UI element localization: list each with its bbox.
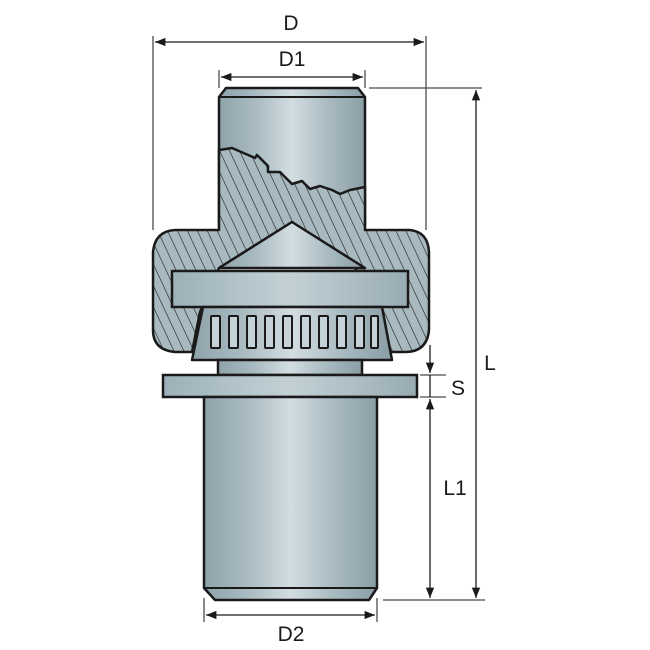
label-S: S <box>451 377 465 400</box>
washer-flange <box>161 373 419 399</box>
lower-shank <box>202 395 379 602</box>
dimension-lines <box>152 36 485 622</box>
sheet-panel-section <box>151 146 431 354</box>
knurl-teeth <box>210 315 379 349</box>
knurled-ring <box>190 305 394 362</box>
label-D2: D2 <box>278 623 305 646</box>
neck <box>216 358 364 377</box>
label-L: L <box>484 352 496 375</box>
conical-head <box>217 220 367 270</box>
label-D: D <box>283 12 298 35</box>
label-L1: L1 <box>443 477 466 500</box>
label-D1: D1 <box>279 48 306 71</box>
collar-flange <box>170 269 410 309</box>
